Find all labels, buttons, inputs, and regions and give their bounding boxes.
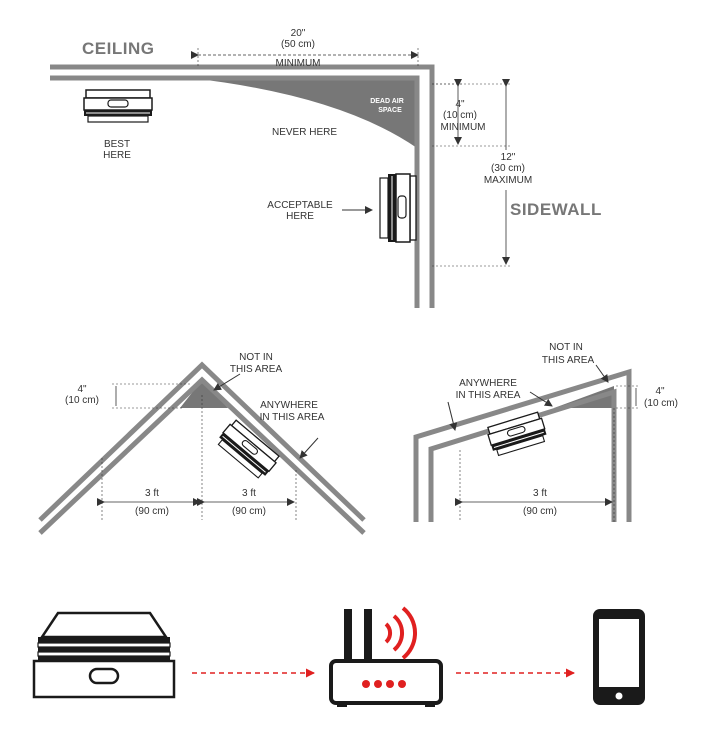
ceiling-detector-icon xyxy=(83,89,153,123)
max-12in-maximum: MAXIMUM xyxy=(484,175,532,186)
peaked-detector-icon xyxy=(217,419,280,479)
sloped-not-in-area xyxy=(554,386,614,408)
ceiling-label: CEILING xyxy=(82,39,154,58)
sloped-outer-wall xyxy=(413,368,632,522)
peaked-ceiling-panel: NOT IN THIS AREA 4" (10 cm) ANYWHERE IN … xyxy=(38,352,366,535)
sloped-ceiling-panel: NOT IN THIS AREA ANYWHERE IN THIS AREA 4… xyxy=(413,342,678,522)
sloped-inner-wall xyxy=(428,388,617,522)
min-4in-inches: 4" xyxy=(455,99,465,110)
peaked-4in-inches: 4" xyxy=(77,384,87,395)
max-12in-inches: 12" xyxy=(501,152,516,163)
sloped-4in-inches: 4" xyxy=(655,386,665,397)
best-here-line1: BEST xyxy=(104,139,130,150)
peaked-left-span-ft: 3 ft xyxy=(145,488,159,499)
ceiling-wall-outline xyxy=(50,64,435,308)
sloped-detector-icon xyxy=(487,411,547,457)
never-here-label: NEVER HERE xyxy=(272,127,337,138)
peaked-anywhere-line2: IN THIS AREA xyxy=(260,412,325,423)
peaked-right-span-ft: 3 ft xyxy=(242,488,256,499)
dead-air-space-area xyxy=(190,78,417,148)
min-distance-cm: (50 cm) xyxy=(281,39,315,50)
sidewall-label: SIDEWALL xyxy=(510,200,602,219)
peaked-roof-outer xyxy=(38,361,366,522)
smoke-detector-icon xyxy=(32,611,176,699)
peaked-roof-inner xyxy=(38,376,366,535)
peaked-anywhere-line1: ANYWHERE xyxy=(260,400,318,411)
peaked-4in-cm: (10 cm) xyxy=(65,395,99,406)
ceiling-wall-inner-outline xyxy=(50,75,420,308)
peaked-not-in-line1: NOT IN xyxy=(239,352,273,363)
min-distance-minimum: MINIMUM xyxy=(276,58,321,69)
connectivity-flow xyxy=(32,606,645,707)
sloped-4in-cm: (10 cm) xyxy=(644,398,678,409)
sloped-not-in-line1: NOT IN xyxy=(549,342,583,353)
acceptable-here-line2: HERE xyxy=(286,211,314,222)
sloped-span-ft: 3 ft xyxy=(533,488,547,499)
sloped-anywhere-line1: ANYWHERE xyxy=(459,378,517,389)
wifi-router-icon xyxy=(329,606,443,707)
sloped-not-in-line2: THIS AREA xyxy=(542,355,595,366)
sloped-anywhere-line2: IN THIS AREA xyxy=(456,390,521,401)
peaked-not-in-line2: THIS AREA xyxy=(230,364,283,375)
min-4in-minimum: MINIMUM xyxy=(441,122,486,133)
dead-air-label-line2: SPACE xyxy=(378,107,402,114)
best-here-line2: HERE xyxy=(103,150,131,161)
peaked-right-span-cm: (90 cm) xyxy=(232,506,266,517)
min-4in-cm: (10 cm) xyxy=(443,110,477,121)
peaked-left-span-cm: (90 cm) xyxy=(135,506,169,517)
max-12in-cm: (30 cm) xyxy=(491,163,525,174)
ceiling-wall-panel: CEILING SIDEWALL 20" (50 cm) MINIMUM DEA… xyxy=(50,28,602,308)
min-distance-inches: 20" xyxy=(291,28,306,39)
peaked-not-in-area xyxy=(180,380,228,408)
acceptable-here-line1: ACCEPTABLE xyxy=(267,200,333,211)
dead-air-label-line1: DEAD AIR xyxy=(370,98,404,105)
wall-detector-icon xyxy=(379,173,417,243)
smartphone-icon xyxy=(593,609,645,705)
sloped-span-cm: (90 cm) xyxy=(523,506,557,517)
